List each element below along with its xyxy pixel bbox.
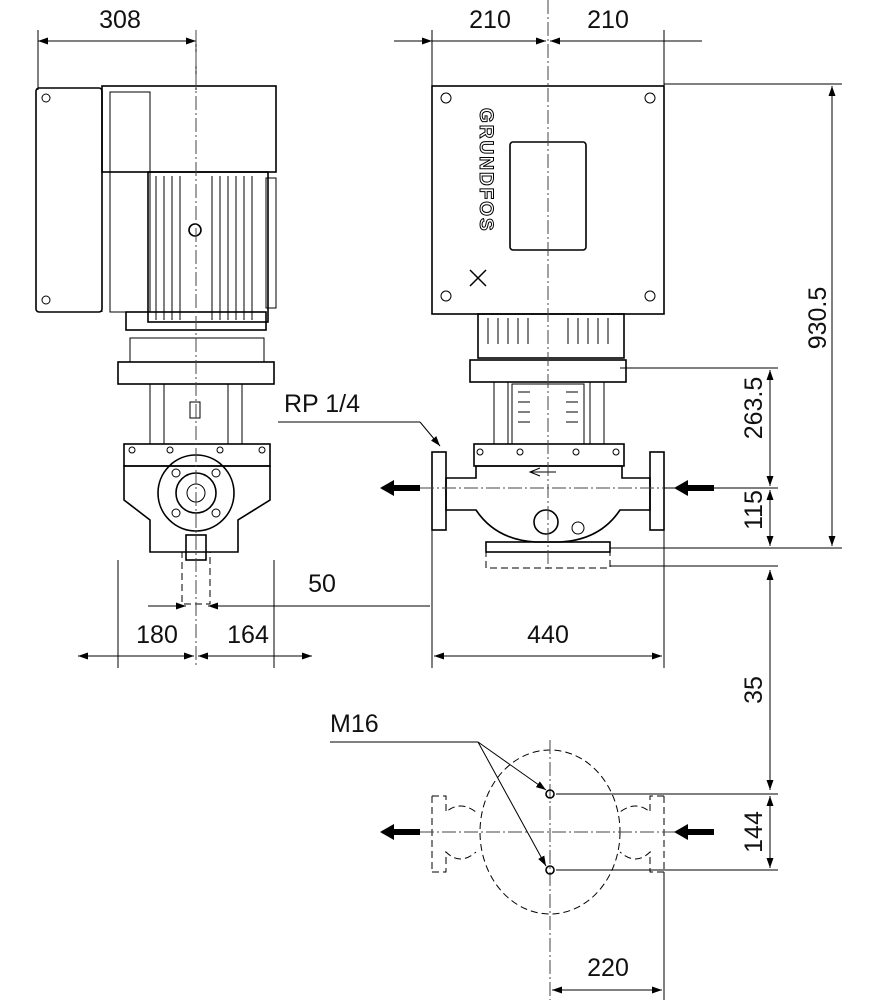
footprint-flow-out-arrow (380, 824, 420, 840)
dim-front-right: 210 (587, 6, 629, 34)
grundfos-x-icon (469, 269, 487, 287)
bolt-hole-bottom (545, 865, 555, 875)
dim-port-to-port: 440 (527, 621, 569, 649)
footprint-view: 35 M16 144 220 (330, 570, 778, 1000)
dim-flange-to-shaft: 263.5 (740, 377, 768, 440)
motor-housing-side (35, 85, 277, 331)
dim-side-right: 164 (227, 621, 269, 649)
dim-front-left: 210 (469, 6, 511, 34)
dim-total-height: 930.5 (804, 287, 832, 350)
dim-side-left: 180 (136, 621, 178, 649)
callout-bolt-thread: M16 (330, 710, 379, 738)
dim-bolt-horizontal: 220 (587, 954, 629, 982)
dim-gap: 50 (308, 570, 336, 598)
dim-port-height: 115 (740, 490, 768, 530)
motor-housing-front: GRUNDFOS (431, 85, 665, 359)
grundfos-logo: GRUNDFOS (475, 108, 496, 233)
side-view: 308 (35, 6, 430, 668)
front-view: 210 210 GRUNDFOS (278, 0, 842, 668)
callout-vent-plug: RP 1/4 (284, 390, 360, 418)
dim-bolt-vertical: 144 (740, 811, 768, 853)
dim-foot-offset: 35 (740, 676, 768, 704)
dim-side-width: 308 (99, 6, 141, 34)
flow-out-left-arrow (380, 480, 420, 496)
bolt-hole-top (545, 789, 555, 799)
footprint-flow-in-arrow (674, 824, 714, 840)
